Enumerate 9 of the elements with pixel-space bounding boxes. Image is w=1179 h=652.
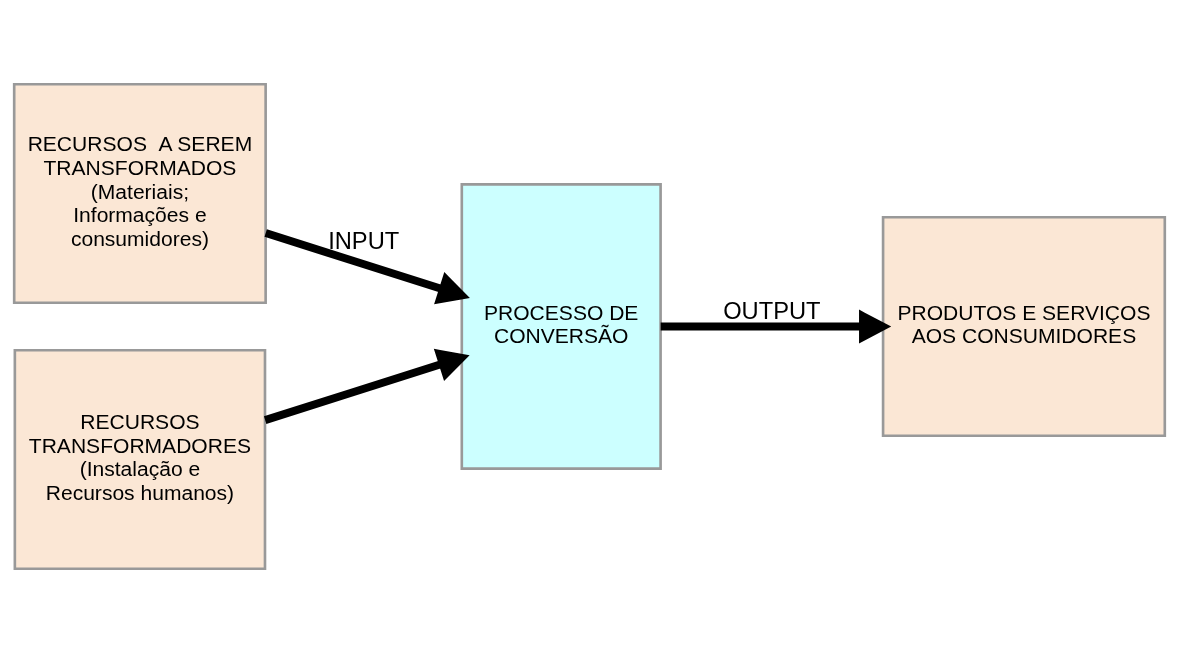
node-box: RECURSOS TRANSFORMADORES (Instalação e Recursos humanos) bbox=[13, 348, 267, 570]
edge-label: OUTPUT bbox=[723, 297, 821, 324]
arrow bbox=[264, 228, 470, 304]
node-box: RECURSOS A SEREM TRANSFORMADOS (Materiais; Informações e consumidores) bbox=[12, 82, 267, 304]
arrow bbox=[660, 309, 892, 343]
edge-label: INPUT bbox=[328, 227, 400, 254]
node-box: PRODUTOS E SERVIÇOS AOS CONSUMIDORES bbox=[881, 215, 1167, 437]
arrow bbox=[263, 348, 470, 424]
node-box: PROCESSO DE CONVERSÃO bbox=[460, 182, 662, 470]
